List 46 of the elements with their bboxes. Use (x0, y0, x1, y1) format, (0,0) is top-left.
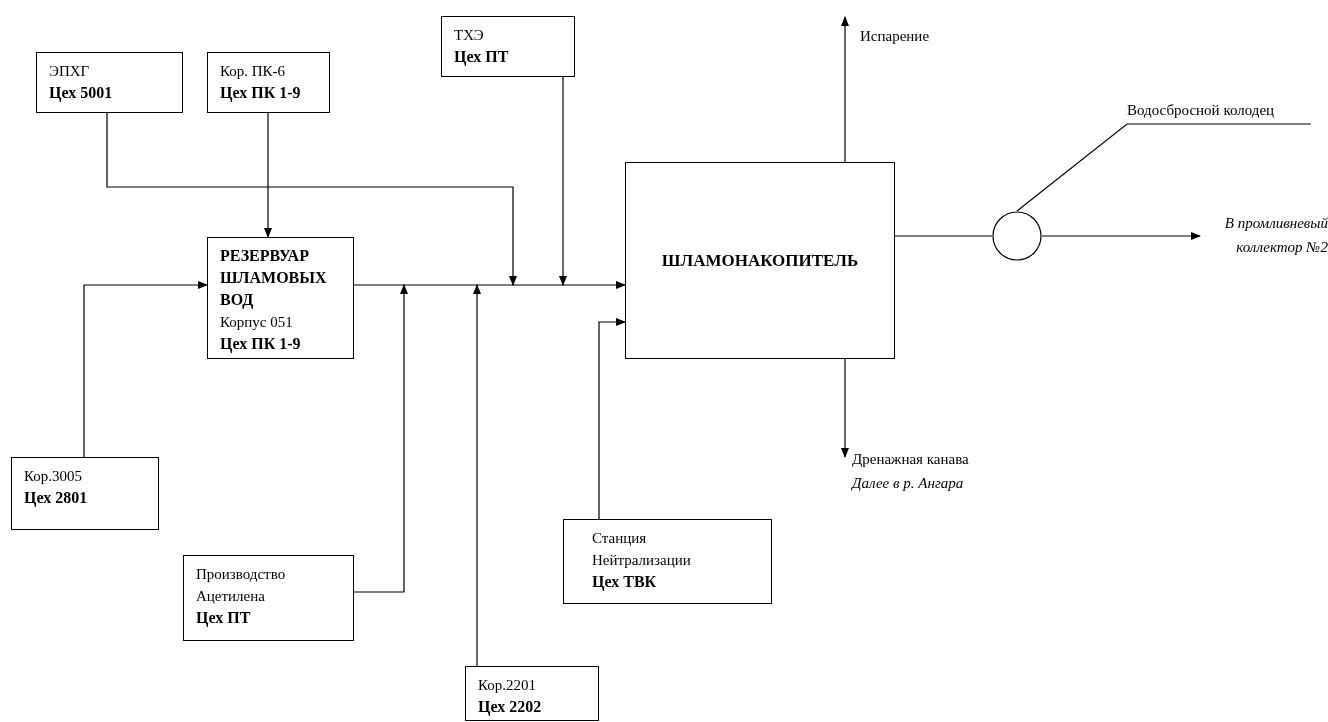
box-label: Кор.2201 (478, 676, 537, 695)
arrow (841, 16, 849, 163)
shop-name: Цех ПТ (454, 47, 510, 68)
box-label: ЭПХГ (49, 62, 91, 81)
process-box (183, 555, 354, 641)
arrow (353, 281, 626, 289)
arrow (559, 76, 567, 286)
box-label: Корпус 051 (220, 313, 294, 332)
outlet-label: Далее в р. Ангара (852, 474, 965, 493)
box-label: ТХЭ (454, 26, 485, 45)
arrow (264, 112, 272, 238)
shop-name: Цех ПТ (196, 608, 252, 629)
leader-line (1016, 123, 1312, 212)
arrow (353, 284, 408, 593)
connector-line (894, 235, 993, 237)
callout-label: Водосбросной колодец (1127, 101, 1276, 120)
process-box (36, 52, 183, 113)
box-label: Кор.3005 (24, 467, 83, 486)
process-box (563, 519, 772, 604)
process-box (11, 457, 159, 530)
shop-name: Цех 2801 (24, 488, 89, 509)
shop-name: РЕЗЕРВУАР ШЛАМОВЫХ ВОД (220, 246, 328, 311)
arrow (106, 112, 517, 286)
well-circle (992, 211, 1042, 261)
tank-box (207, 237, 354, 359)
shop-name: Цех ПК 1-9 (220, 83, 302, 104)
shop-name: Цех ПК 1-9 (220, 334, 302, 355)
shop-name: Цех 5001 (49, 83, 114, 104)
process-box (207, 52, 330, 113)
arrow (598, 318, 626, 520)
arrow (1041, 232, 1201, 240)
shop-name: ШЛАМОНАКОПИТЕЛЬ (661, 249, 859, 272)
outlet-label: В промливневый коллектор №2 (1223, 214, 1328, 257)
sludge-pond-box (625, 162, 895, 359)
arrow (83, 281, 208, 458)
shop-name: Цех ТВК (592, 572, 658, 593)
process-box (441, 16, 575, 77)
box-label: Кор. ПК-6 (220, 62, 287, 81)
box-label: Станция Нейтрализации (592, 529, 692, 570)
outlet-label: Испарение (860, 27, 931, 46)
arrow (473, 284, 481, 667)
shop-name: Цех 2202 (478, 697, 543, 718)
box-label: Производство Ацетилена (196, 565, 287, 606)
outlet-label: Дренажная канава (852, 450, 970, 469)
process-box (465, 666, 599, 721)
arrow (841, 358, 849, 458)
